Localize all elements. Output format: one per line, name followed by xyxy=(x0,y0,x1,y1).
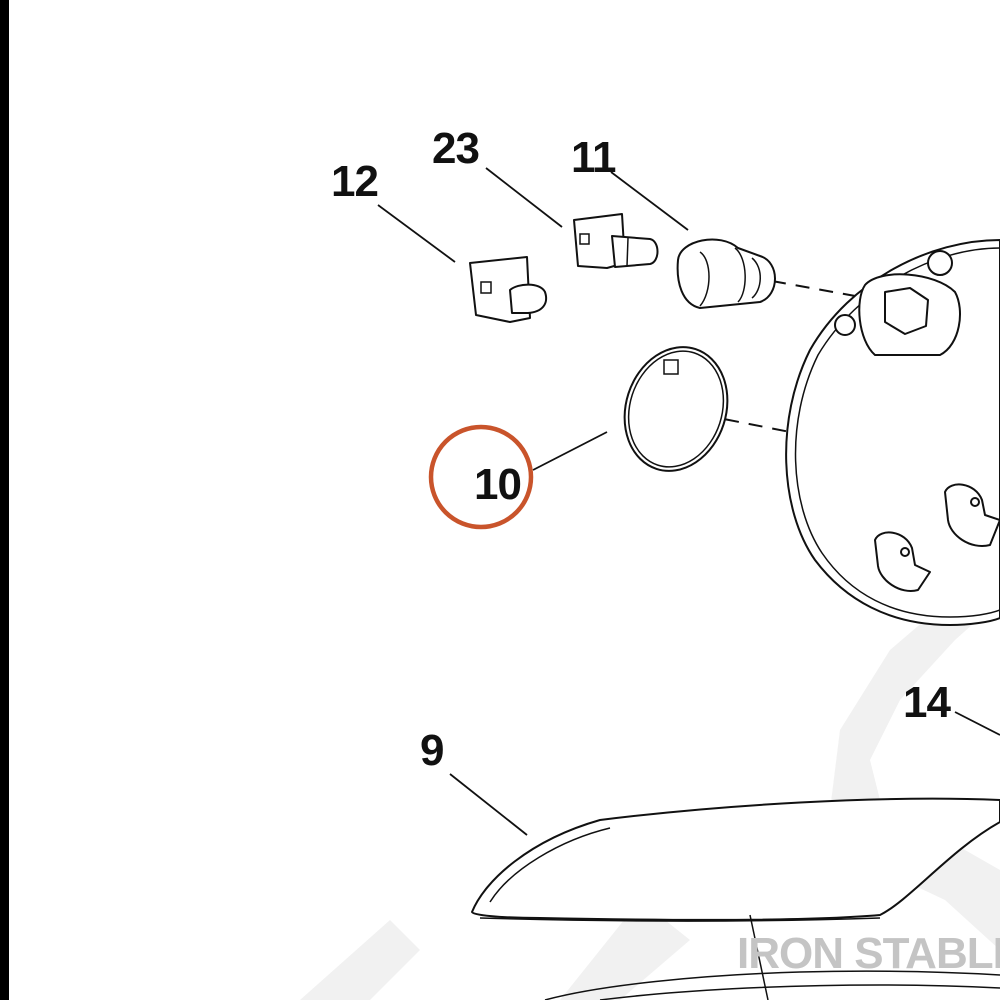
callout-14: 14 xyxy=(903,678,951,727)
part-9-fairing xyxy=(471,797,1000,922)
part-11-lock-cylinder xyxy=(676,238,776,309)
part-lower-body xyxy=(544,914,1000,1000)
axis-line-disc xyxy=(677,409,791,433)
leader-10 xyxy=(532,431,608,471)
left-edge-bar xyxy=(0,0,9,1000)
watermark-text: IRON STABLE xyxy=(737,929,1000,978)
leader-12 xyxy=(377,204,456,263)
leader-9 xyxy=(449,773,528,836)
callout-11: 11 xyxy=(571,133,616,182)
leader-14 xyxy=(954,711,1000,736)
part-23-key xyxy=(573,213,659,269)
highlight-circle-10 xyxy=(428,424,534,530)
leader-11 xyxy=(610,171,689,231)
part-10-disc xyxy=(623,346,729,472)
callout-9: 9 xyxy=(420,726,443,775)
part-mounting-plate xyxy=(785,239,1000,626)
callout-23: 23 xyxy=(432,124,479,173)
leader-23 xyxy=(485,167,563,228)
callout-10: 10 xyxy=(474,460,521,509)
part-12-key xyxy=(469,256,547,323)
callout-12: 12 xyxy=(331,157,378,206)
